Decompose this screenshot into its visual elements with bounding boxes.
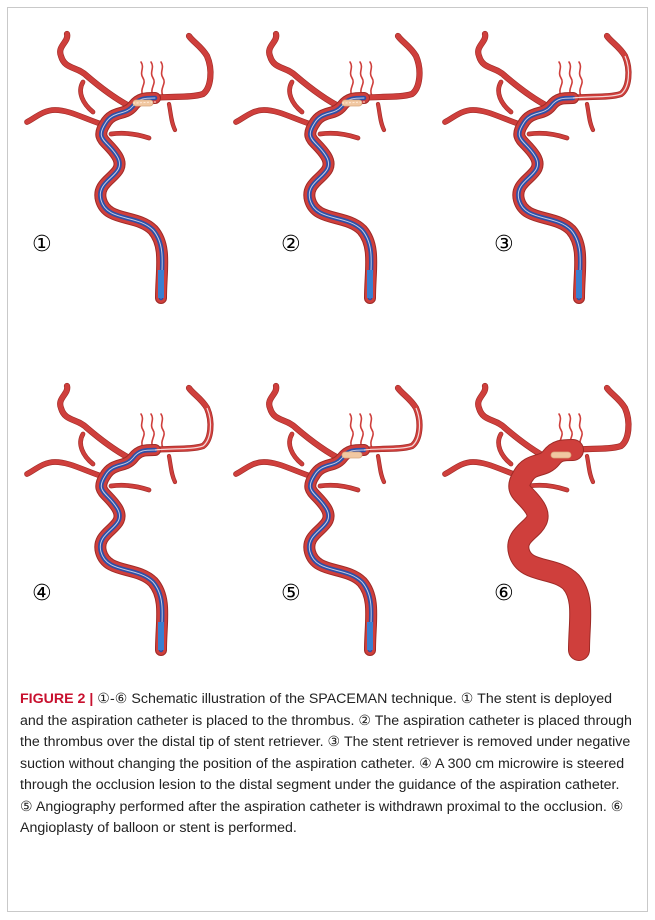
vessel-branch [478,34,551,108]
vessel-branch [269,386,342,460]
vessel-schematic [230,26,420,306]
vessel-branch [60,386,133,460]
small-vessel [141,414,144,448]
caption-text: ①-⑥ Schematic illustration of the SPACEM… [20,691,632,836]
vessel-branch [478,386,551,460]
small-vessel [579,62,582,96]
panel-label-2: ② [281,234,301,256]
panel-label-5: ⑤ [281,583,301,605]
small-vessel [151,62,154,96]
small-vessel [370,414,373,448]
small-vessel [569,62,572,96]
vessel-branch-outline [478,386,551,460]
stent [133,100,153,106]
figure-caption: FIGURE 2 | ①-⑥ Schematic illustration of… [20,689,635,840]
vessel-branch-outline [269,386,342,460]
vessel-branch [378,456,384,482]
small-vessel [141,62,144,96]
small-vessel [360,414,363,448]
stent [342,100,362,106]
main-vessel-outline [100,98,162,298]
vessel-branch [169,104,175,130]
small-vessel [161,62,164,96]
panel-label-4: ④ [32,583,52,605]
vessel-schematic [439,378,629,658]
small-vessel [559,62,562,96]
panel-1 [21,26,211,306]
vessel-schematic [21,26,211,306]
vessel-schematic [439,26,629,306]
panel-2 [230,26,420,306]
main-vessel-outline [309,450,371,650]
small-vessel [350,414,353,448]
vessel-branch [587,456,593,482]
figure-label: FIGURE 2 | [20,691,93,707]
panel-6 [439,378,629,658]
vessel-branch [587,104,593,130]
vessel-branch-outline [60,34,133,108]
vessel-branch-outline [478,34,551,108]
panel-label-1: ① [32,234,52,256]
panel-3 [439,26,629,306]
vessel-branch [269,34,342,108]
main-vessel-outline [100,450,162,650]
panel-4 [21,378,211,658]
stent [551,452,571,458]
stent [342,452,362,458]
vessel-branch [60,34,133,108]
small-vessel [360,62,363,96]
small-vessel [151,414,154,448]
vessel-schematic [21,378,211,658]
vessel-branch [169,456,175,482]
panel-label-3: ③ [494,234,514,256]
small-vessel [350,62,353,96]
vessel-branch [378,104,384,130]
panel-label-6: ⑥ [494,583,514,605]
small-vessel [370,62,373,96]
main-vessel-outline [518,98,580,298]
main-vessel [518,450,580,650]
panel-5 [230,378,420,658]
vessel-branch-outline [269,34,342,108]
small-vessel [161,414,164,448]
vessel-branch-outline [60,386,133,460]
vessel-schematic [230,378,420,658]
main-vessel-outline [309,98,371,298]
